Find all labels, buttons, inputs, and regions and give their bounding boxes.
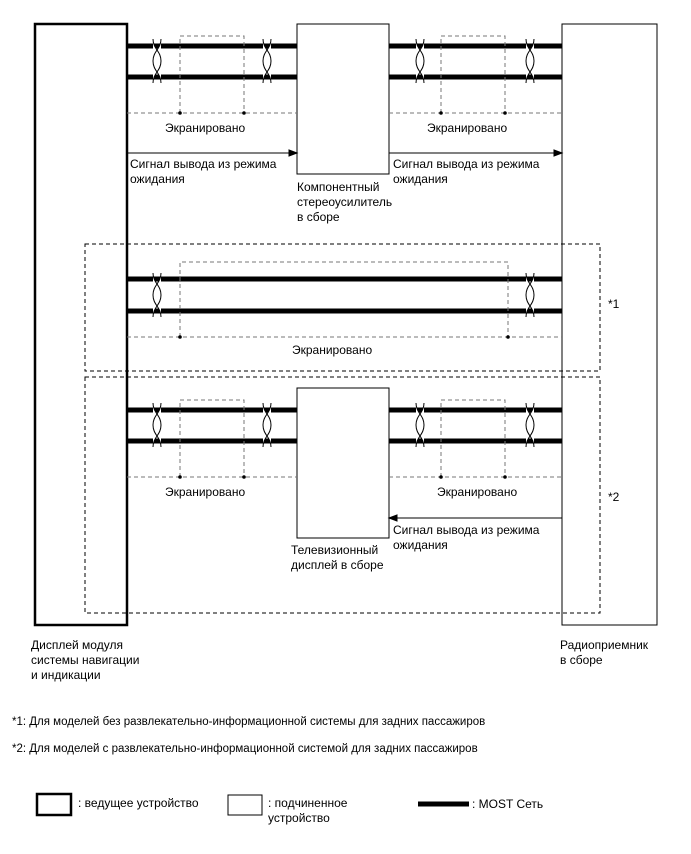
footnote-2: *2: Для моделей с развлекательно-информа… xyxy=(12,743,478,755)
legend-slave-icon xyxy=(227,794,263,816)
legend-master-icon xyxy=(35,792,73,817)
shield-label-top-left: Экранировано xyxy=(165,121,246,135)
tv-display-unit xyxy=(296,387,390,539)
radio-unit xyxy=(561,23,658,626)
wake-signal-label-bottom: Сигнал вывода из режима ожидания xyxy=(393,523,540,552)
option-marker-1: *1 xyxy=(608,297,620,311)
shield-label-bottom-left: Экранировано xyxy=(165,485,246,499)
shield-ground-dots xyxy=(178,111,510,479)
nav-display-unit xyxy=(33,22,129,627)
shield-label-mid: Экранировано xyxy=(292,343,373,357)
wake-signal-arrows xyxy=(127,149,564,522)
shield-label-top-right: Экранировано xyxy=(427,121,508,135)
radio-label: Радиоприемник в сборе xyxy=(560,638,649,667)
tv-display-label: Телевизионный дисплей в сборе xyxy=(291,543,384,572)
twisted-pair-icons xyxy=(152,38,535,448)
amplifier-unit xyxy=(296,23,390,175)
option-marker-2: *2 xyxy=(608,490,620,504)
shield-label-bottom-right: Экранировано xyxy=(437,485,518,499)
wake-signal-label-right: Сигнал вывода из режима ожидания xyxy=(393,157,540,186)
legend-slave-label: : подчиненное устройство xyxy=(268,796,348,825)
option-box-1 xyxy=(84,243,601,372)
footnote-1: *1: Для моделей без развлекательно-инфор… xyxy=(12,716,486,728)
amplifier-label: Компонентный стереоусилитель в сборе xyxy=(297,180,393,224)
option-box-2 xyxy=(84,376,601,614)
legend-master-label: : ведущее устройство xyxy=(78,796,199,810)
nav-display-label: Дисплей модуля системы навигации и индик… xyxy=(31,638,140,682)
legend-most-label: : MOST Сеть xyxy=(472,797,544,811)
shield-lines xyxy=(127,35,562,478)
wake-signal-label-left: Сигнал вывода из режима ожидания xyxy=(130,157,277,186)
